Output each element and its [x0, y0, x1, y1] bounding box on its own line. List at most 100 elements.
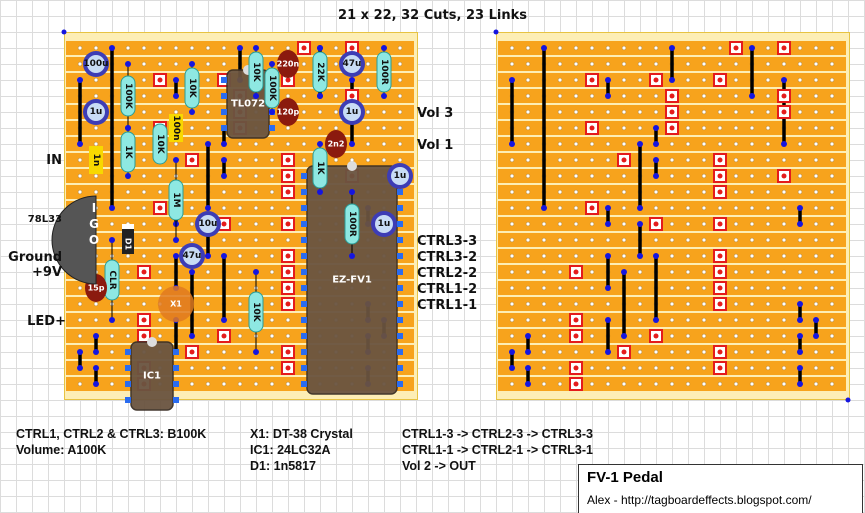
hole — [237, 349, 243, 355]
resistor — [312, 51, 328, 93]
hole — [157, 189, 163, 195]
cut-dot — [669, 93, 675, 99]
hole — [701, 253, 707, 259]
hole — [301, 141, 307, 147]
hole — [653, 365, 659, 371]
ic-pin — [221, 93, 227, 99]
hole — [525, 141, 531, 147]
hole — [669, 349, 675, 355]
hole — [509, 301, 515, 307]
hole — [525, 173, 531, 179]
link-end — [653, 173, 659, 179]
hole — [237, 173, 243, 179]
hole — [605, 141, 611, 147]
lead-dot — [317, 189, 323, 195]
resistor — [264, 67, 280, 109]
hole — [813, 93, 819, 99]
hole — [653, 189, 659, 195]
link-end — [221, 173, 227, 179]
hole — [813, 189, 819, 195]
hole — [589, 285, 595, 291]
hole — [269, 189, 275, 195]
hole — [781, 365, 787, 371]
hole — [685, 317, 691, 323]
note-line: CTRL1-1 -> CTRL2-1 -> CTRL3-1 — [402, 443, 593, 457]
hole — [157, 237, 163, 243]
hole — [765, 205, 771, 211]
hole — [173, 61, 179, 67]
hole — [141, 141, 147, 147]
hole — [525, 93, 531, 99]
hole — [301, 93, 307, 99]
hole — [525, 61, 531, 67]
hole — [669, 173, 675, 179]
link-end — [205, 141, 211, 147]
hole — [733, 237, 739, 243]
component-label: 1u — [378, 219, 391, 229]
hole — [685, 173, 691, 179]
component-label: 22K — [315, 62, 325, 83]
hole — [733, 365, 739, 371]
link-end — [221, 157, 227, 163]
hole — [365, 141, 371, 147]
hole — [765, 173, 771, 179]
hole — [189, 45, 195, 51]
cut-dot — [717, 301, 723, 307]
resistor — [120, 75, 136, 117]
cut-dot — [573, 381, 579, 387]
hole — [605, 381, 611, 387]
note-line: IC1: 24LC32A — [250, 443, 331, 457]
hole — [573, 125, 579, 131]
link-end — [781, 141, 787, 147]
component-label: 10K — [187, 78, 197, 99]
hole — [269, 173, 275, 179]
hole — [749, 237, 755, 243]
hole — [557, 125, 563, 131]
cut-dot — [589, 77, 595, 83]
hole — [733, 157, 739, 163]
hole — [797, 173, 803, 179]
hole — [589, 109, 595, 115]
hole — [797, 157, 803, 163]
hole — [573, 109, 579, 115]
voltage-regulator — [51, 195, 97, 285]
hole — [621, 381, 627, 387]
hole — [605, 125, 611, 131]
hole — [781, 301, 787, 307]
lead-dot — [189, 61, 195, 67]
hole — [157, 45, 163, 51]
hole — [221, 365, 227, 371]
hole — [365, 93, 371, 99]
hole — [701, 333, 707, 339]
hole — [621, 173, 627, 179]
hole — [781, 157, 787, 163]
capacitor-top — [343, 103, 361, 121]
hole — [269, 221, 275, 227]
hole — [541, 301, 547, 307]
hole — [829, 237, 835, 243]
hole — [141, 189, 147, 195]
hole — [557, 381, 563, 387]
label-in: IN — [46, 153, 62, 168]
hole — [717, 333, 723, 339]
component-label: 100u — [83, 59, 108, 69]
info-subtitle[interactable]: Alex - http://tagboardeffects.blogspot.c… — [587, 493, 812, 507]
hole — [237, 237, 243, 243]
component-label: 1u — [346, 107, 359, 117]
link-end — [509, 365, 515, 371]
hole — [717, 45, 723, 51]
hole — [93, 93, 99, 99]
hole — [765, 253, 771, 259]
hole — [141, 253, 147, 259]
cut-dot — [189, 349, 195, 355]
hole — [621, 45, 627, 51]
hole — [397, 141, 403, 147]
cut-dot — [221, 333, 227, 339]
note-line: D1: 1n5817 — [250, 459, 317, 473]
link-end — [621, 269, 627, 275]
hole — [653, 205, 659, 211]
hole — [93, 77, 99, 83]
hole — [269, 45, 275, 51]
board-corner — [61, 29, 67, 35]
hole — [733, 285, 739, 291]
